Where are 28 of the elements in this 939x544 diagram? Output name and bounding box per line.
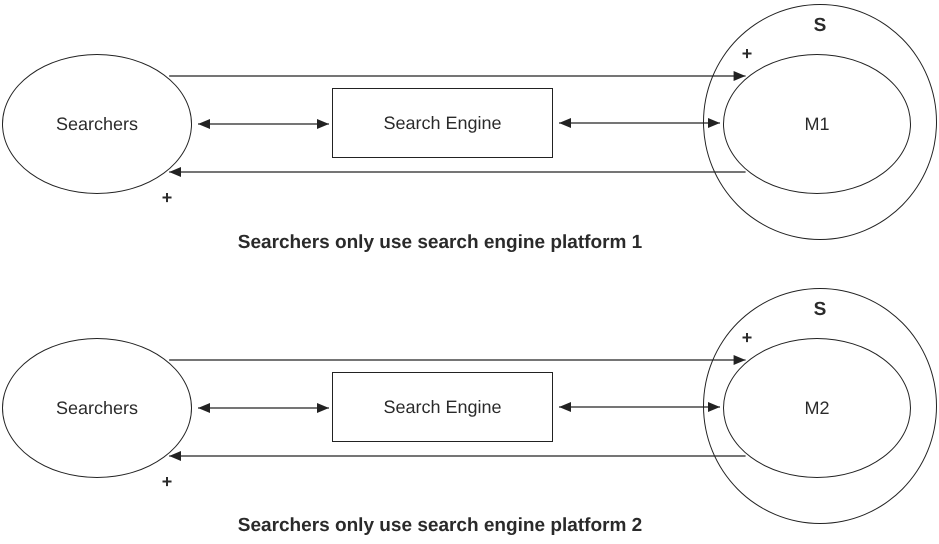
circle-boundary	[703, 4, 937, 240]
node-label: Searchers	[56, 114, 138, 134]
node-label: Searchers	[56, 398, 138, 418]
arrow	[198, 119, 329, 129]
set-label: S	[812, 15, 828, 37]
node-label: Search Engine	[383, 112, 502, 134]
arrow	[169, 71, 746, 81]
arrow	[169, 167, 746, 177]
caption: Searchers only use search engine platform 2	[238, 515, 642, 537]
node-label: M2	[804, 398, 830, 418]
oval-node	[2, 338, 192, 478]
plus-sign: +	[742, 328, 752, 348]
plus-sign: +	[162, 188, 172, 208]
caption: Searchers only use search engine platform 1	[238, 232, 642, 254]
node-label: Search Engine	[383, 396, 502, 418]
plus-sign: +	[742, 44, 752, 64]
process-box	[332, 372, 553, 442]
set-label: S	[812, 299, 828, 321]
arrow	[198, 403, 329, 413]
circle-boundary	[703, 288, 937, 524]
arrow	[169, 355, 746, 365]
arrow	[169, 451, 746, 461]
arrow	[559, 402, 720, 412]
oval-node	[2, 54, 192, 194]
plus-sign: +	[162, 472, 172, 492]
process-box	[332, 88, 553, 158]
arrow	[559, 118, 720, 128]
node-label: M1	[804, 114, 830, 134]
